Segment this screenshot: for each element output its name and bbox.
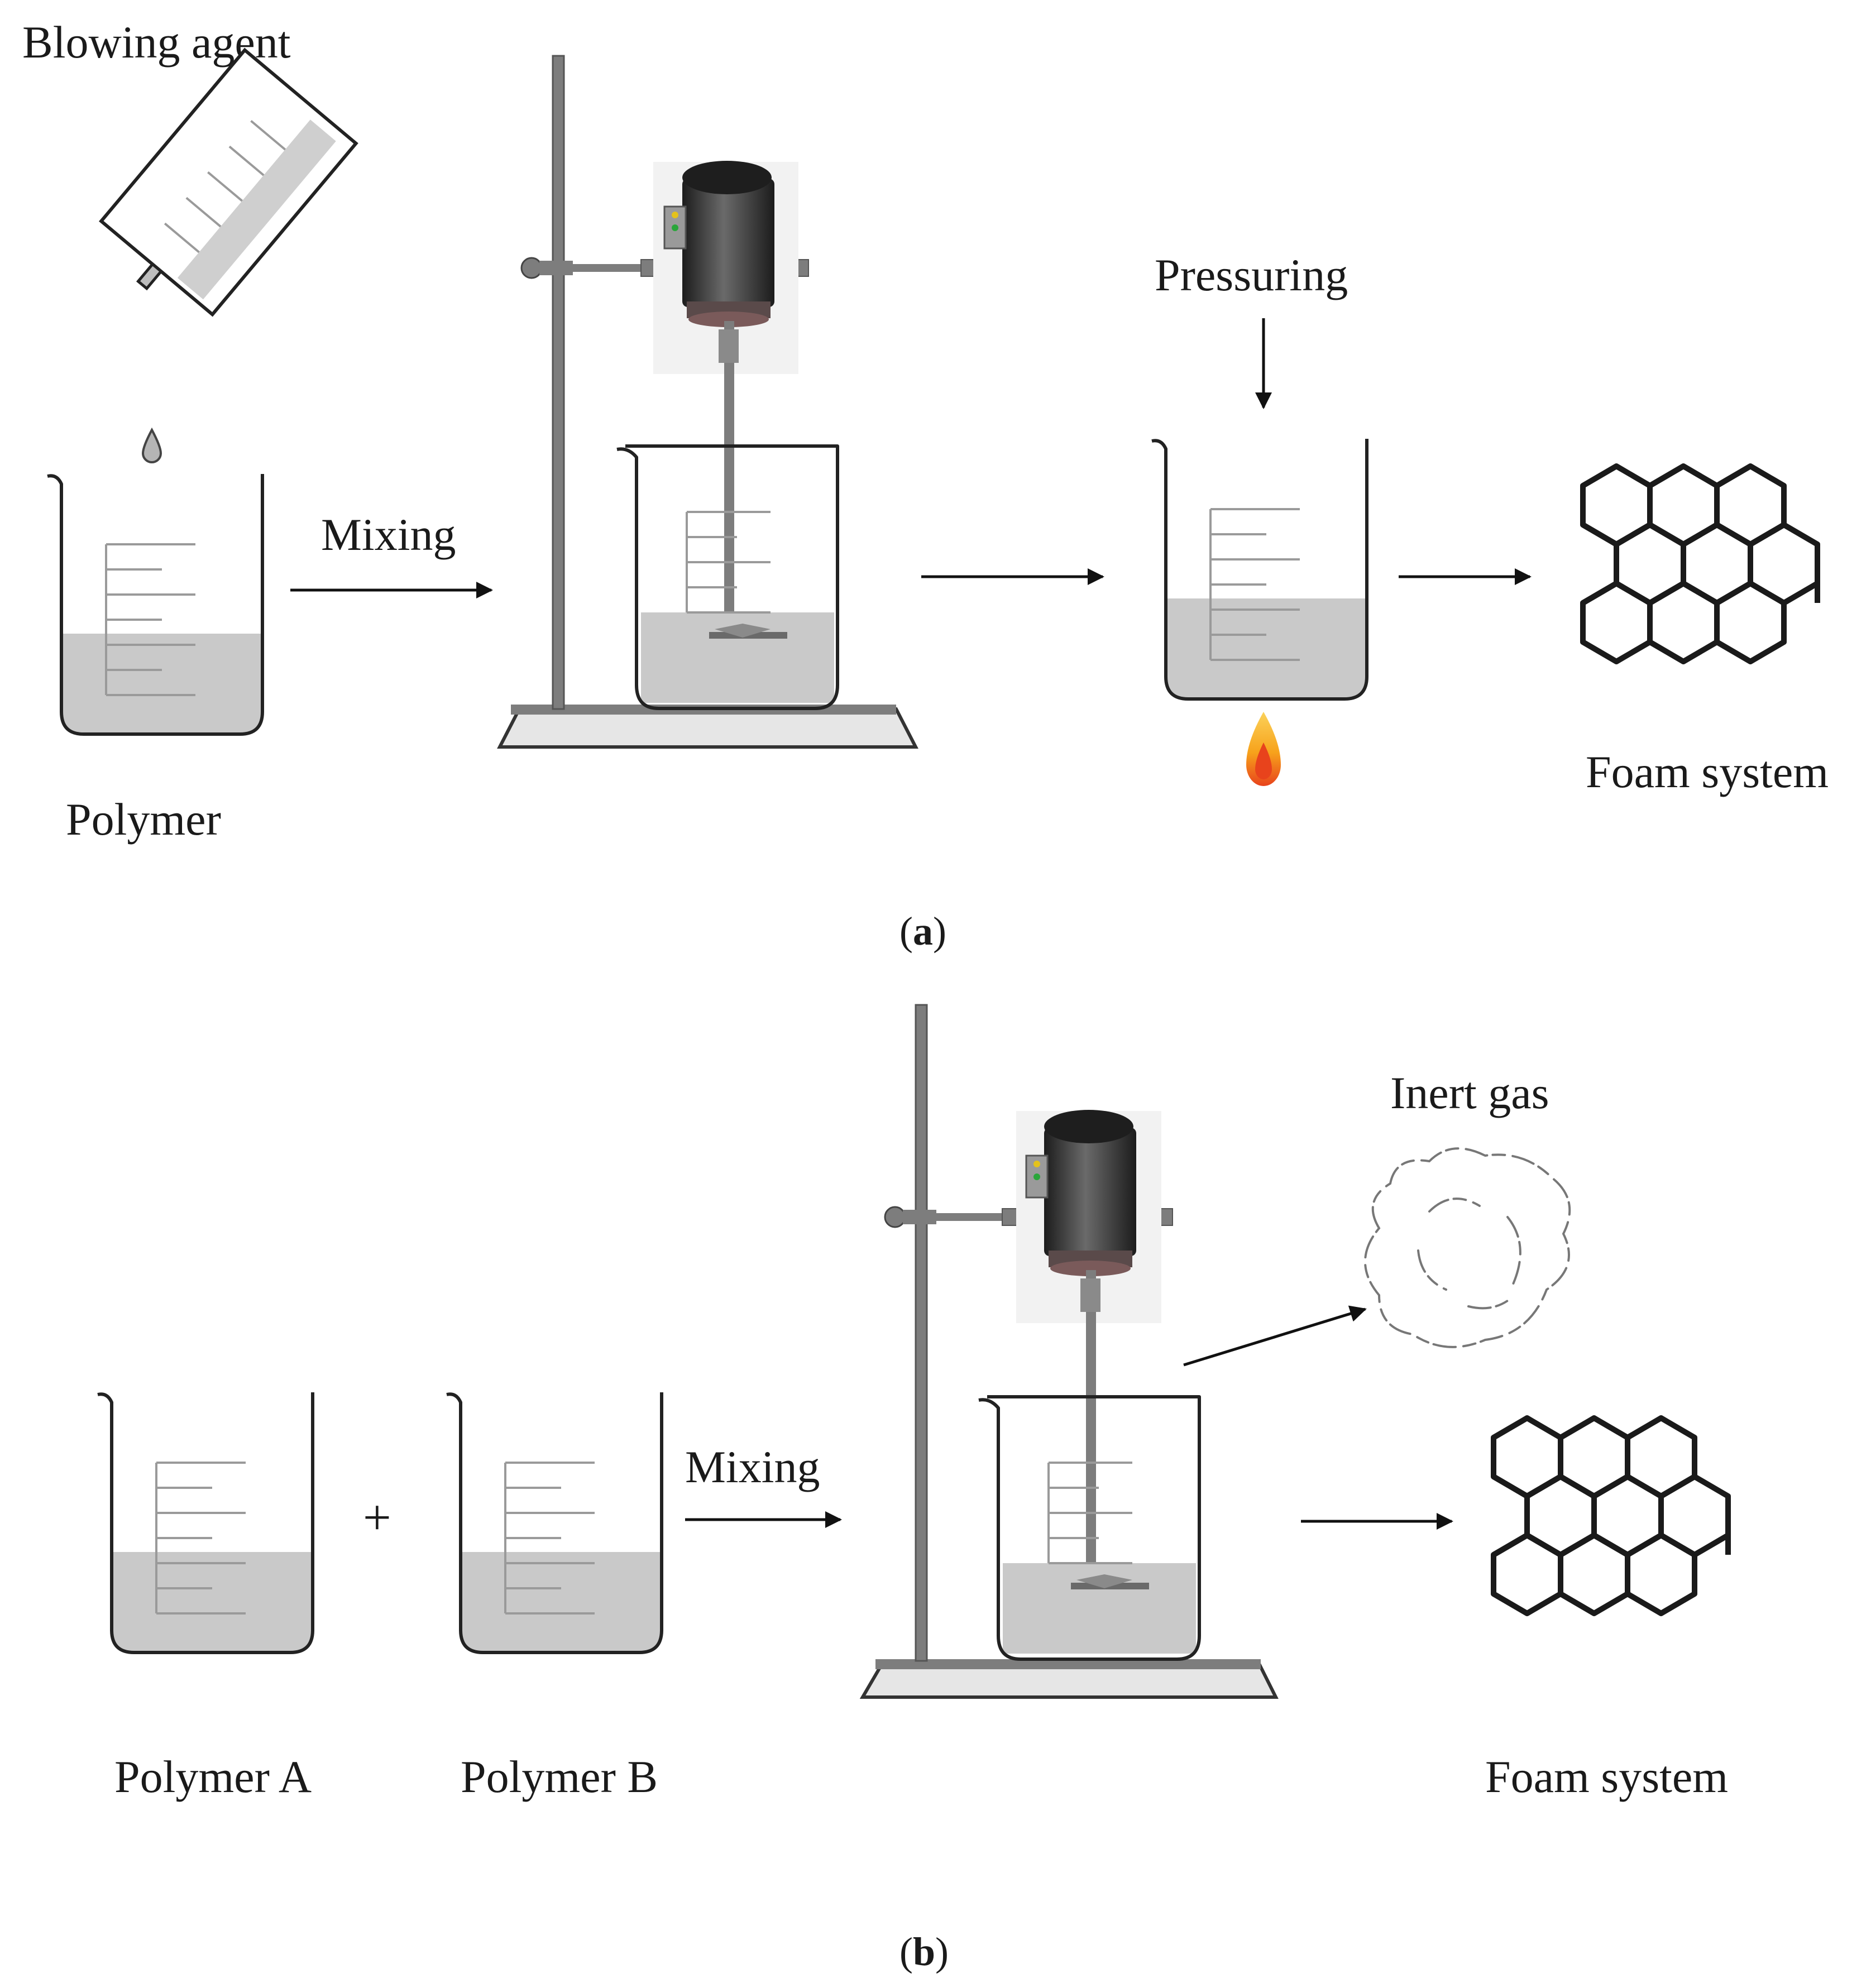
plus-sign: + (363, 1490, 391, 1545)
beaker-icon (98, 1392, 313, 1652)
gas-cloud-icon (1364, 1147, 1571, 1348)
overhead-stirrer-icon (859, 1004, 1279, 1699)
flame-icon (1246, 712, 1281, 786)
panel-b: Polymer A + Polymer B Mixing (98, 1004, 1728, 1974)
polymer-b-label: Polymer B (461, 1751, 658, 1802)
foam-system-label-a: Foam system (1586, 746, 1829, 797)
polymer-label: Polymer (66, 794, 221, 845)
panel-a: Blowing agent Polymer Mixing (22, 17, 1829, 954)
heated-beaker-icon (1152, 439, 1367, 699)
stirred-beaker-icon (616, 444, 839, 710)
polymer-a-label: Polymer A (114, 1751, 312, 1802)
foam-system-label-b: Foam system (1485, 1751, 1728, 1802)
caption-a: (a) (899, 909, 946, 954)
pressuring-label: Pressuring (1155, 250, 1348, 300)
gas-arrow (1183, 1305, 1367, 1367)
beaker-icon (47, 474, 262, 734)
honeycomb-foam-icon (1494, 1418, 1728, 1613)
droplet-icon (141, 427, 162, 463)
caption-b: (b) (899, 1929, 949, 1974)
honeycomb-foam-icon (1583, 466, 1817, 662)
inert-gas-label: Inert gas (1390, 1067, 1549, 1118)
mixing-label-b: Mixing (685, 1441, 820, 1492)
mixing-label: Mixing (321, 509, 456, 560)
beaker-icon (447, 1392, 662, 1652)
graduated-cylinder-icon (99, 47, 358, 317)
stirred-beaker-icon (978, 1395, 1201, 1661)
